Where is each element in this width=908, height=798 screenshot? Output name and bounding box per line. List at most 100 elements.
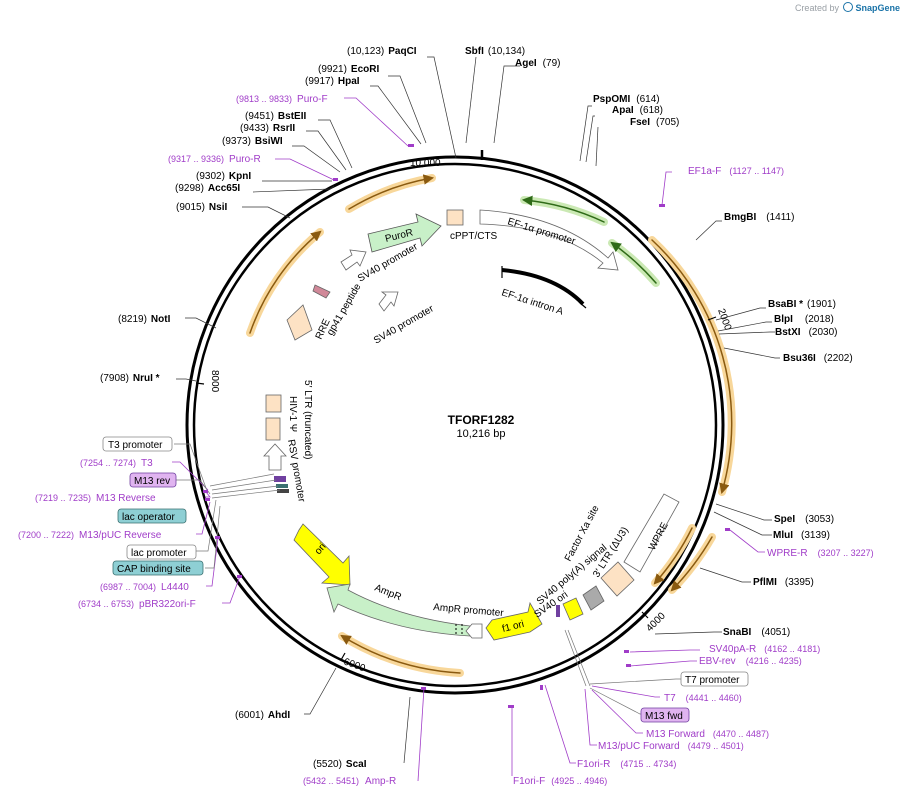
- green-orf-arrow-1: [521, 195, 605, 223]
- svg-text:F1ori-F(4925 .. 4946): F1ori-F(4925 .. 4946): [513, 776, 607, 787]
- svg-text:(9451)BstEII: (9451)BstEII: [245, 111, 306, 122]
- cppt-label: cPPT/CTS: [450, 231, 498, 242]
- tick-label-8000: 8000: [209, 370, 220, 393]
- primer-ring-marks: [203, 144, 730, 708]
- orf-bottom-arrow: [340, 634, 461, 674]
- ltr3-feature[interactable]: [600, 561, 635, 597]
- svg-text:(7908)NruI *: (7908)NruI *: [100, 373, 160, 384]
- ampr-promoter-feature[interactable]: [465, 623, 483, 639]
- svg-text:(5432 .. 5451)Amp-R: (5432 .. 5451)Amp-R: [303, 776, 396, 787]
- svg-text:(9317 .. 9336)Puro-R: (9317 .. 9336)Puro-R: [168, 154, 261, 165]
- gp41-feature[interactable]: [312, 284, 331, 299]
- lac-promoter-marker: [277, 489, 289, 493]
- box-lac-operator[interactable]: lac operator: [122, 512, 175, 523]
- plasmid-name: TFORF1282: [448, 413, 515, 427]
- cppt-feature[interactable]: [446, 209, 464, 226]
- svg-text:(6734 .. 6753)pBR322ori-F: (6734 .. 6753)pBR322ori-F: [78, 599, 196, 610]
- svg-text:MluI(3139): MluI(3139): [773, 530, 830, 541]
- rsv-promoter-feature[interactable]: [263, 443, 287, 471]
- ampr-feature[interactable]: [326, 583, 471, 637]
- box-lac-promoter[interactable]: lac promoter: [131, 548, 187, 559]
- credit-prefix: Created by: [794, 3, 839, 13]
- backbone-outer-ring: [185, 155, 725, 695]
- ori-label: ori: [313, 541, 329, 557]
- svg-text:M13 Forward(4470 .. 4487): M13 Forward(4470 .. 4487): [646, 729, 769, 740]
- box-m13-rev[interactable]: M13 rev: [134, 476, 170, 487]
- svg-text:(7219 .. 7235)M13 Reverse: (7219 .. 7235)M13 Reverse: [35, 493, 156, 504]
- f1-ori-feature[interactable]: [485, 601, 543, 641]
- svg-text:Bsu36I(2202): Bsu36I(2202): [783, 353, 853, 364]
- f1-ori-label: f1 ori: [501, 619, 525, 635]
- svg-text:(9302)KpnI: (9302)KpnI: [196, 171, 251, 182]
- svg-text:EF1a-F(1127 .. 1147): EF1a-F(1127 .. 1147): [688, 166, 784, 177]
- svg-text:(9917)HpaI: (9917)HpaI: [305, 76, 360, 87]
- sv40-ori-feature[interactable]: [562, 597, 584, 621]
- hiv1-psi-label: HIV-1 Ψ: [287, 396, 298, 432]
- orf-right-arrow: [651, 239, 733, 495]
- rre-feature[interactable]: [286, 304, 313, 341]
- puror-orf-arrow: [348, 174, 435, 210]
- svg-text:(5520)ScaI: (5520)ScaI: [313, 759, 367, 770]
- enzyme-labels: (10,123)PaqCI SbfI(10,134) (9921)EcoRI A…: [100, 46, 853, 770]
- ef1a-intron-label: EF-1α intron A: [500, 287, 565, 317]
- svg-text:EBV-rev(4216 .. 4235): EBV-rev(4216 .. 4235): [699, 656, 802, 667]
- svg-text:SnaBI(4051): SnaBI(4051): [723, 627, 790, 638]
- ampr-promoter-label: AmpR promoter: [433, 602, 505, 619]
- box-t7-promoter[interactable]: T7 promoter: [685, 675, 740, 686]
- primer-leader-lines: [172, 97, 765, 782]
- orf-wpre-arrow-2: [670, 536, 713, 592]
- sv40-ori-marker: [556, 605, 560, 617]
- ltr5-label: 5′ LTR (truncated): [302, 380, 313, 460]
- svg-text:(9298)Acc65I: (9298)Acc65I: [175, 183, 240, 194]
- svg-text:(9373)BsiWI: (9373)BsiWI: [222, 136, 283, 147]
- svg-text:BlpI(2018): BlpI(2018): [774, 314, 834, 325]
- svg-text:(9433)RsrII: (9433)RsrII: [240, 123, 295, 134]
- green-orf-arrow-2: [610, 241, 657, 284]
- svg-text:(7254 .. 7274)T3: (7254 .. 7274)T3: [80, 458, 153, 469]
- ef1a-intron-feature[interactable]: [501, 268, 585, 306]
- wpre-feature[interactable]: [623, 493, 680, 573]
- ltr5-feature[interactable]: [265, 417, 281, 441]
- m13-rev-marker: [274, 476, 286, 482]
- sv40-promoter-2-label: SV40 promoter: [372, 303, 436, 346]
- hiv1-psi-feature[interactable]: [265, 394, 282, 413]
- enzyme-leader-lines: [176, 56, 780, 764]
- svg-text:SbfI(10,134): SbfI(10,134): [465, 46, 525, 57]
- svg-text:PspOMI(614): PspOMI(614): [593, 94, 660, 105]
- svg-text:(9813 .. 9833)Puro-F: (9813 .. 9833)Puro-F: [236, 94, 328, 105]
- sv40-polya-feature[interactable]: [582, 585, 605, 611]
- svg-text:(7200 .. 7222)M13/pUC Reverse: (7200 .. 7222)M13/pUC Reverse: [18, 530, 162, 541]
- svg-text:SV40pA-R(4162 .. 4181): SV40pA-R(4162 .. 4181): [709, 644, 820, 655]
- svg-text:BmgBI(1411): BmgBI(1411): [724, 212, 794, 223]
- box-cap-binding-site[interactable]: CAP binding site: [117, 564, 191, 575]
- tick-label-10000: 10,000: [410, 158, 441, 169]
- credit-badge: Created by SnapGene: [795, 2, 900, 13]
- svg-text:F1ori-R(4715 .. 4734): F1ori-R(4715 .. 4734): [577, 759, 676, 770]
- svg-text:BsaBI *(1901): BsaBI *(1901): [768, 299, 836, 310]
- box-t3-promoter[interactable]: T3 promoter: [108, 440, 163, 451]
- ampr-label: AmpR: [373, 583, 403, 604]
- svg-text:(6001)AhdI: (6001)AhdI: [235, 710, 290, 721]
- svg-text:BstXI(2030): BstXI(2030): [775, 327, 837, 338]
- svg-text:T7(4441 .. 4460): T7(4441 .. 4460): [664, 693, 742, 704]
- orf-left-arrow: [249, 230, 322, 334]
- puror-feature[interactable]: [367, 213, 442, 253]
- svg-text:(10,123)PaqCI: (10,123)PaqCI: [347, 46, 417, 57]
- plasmid-size: 10,216 bp: [457, 428, 506, 440]
- box-m13-fwd[interactable]: M13 fwd: [645, 711, 683, 722]
- orf-wpre-arrow-1: [653, 527, 693, 585]
- primer-labels: (9813 .. 9833)Puro-F (9317 .. 9336)Puro-…: [18, 94, 874, 787]
- lac-operator-marker: [276, 484, 288, 488]
- svg-text:ApaI(618): ApaI(618): [612, 105, 663, 116]
- boxed-labels: T3 promoter M13 rev lac operator lac pro…: [102, 436, 749, 723]
- sv40-promoter-2-feature[interactable]: [378, 291, 399, 312]
- sv40-promoter-1-feature[interactable]: [340, 249, 367, 271]
- svg-text:FseI(705): FseI(705): [630, 117, 679, 128]
- svg-text:SpeI(3053): SpeI(3053): [774, 514, 834, 525]
- ef1a-promoter-feature[interactable]: [479, 209, 619, 271]
- svg-text:(6987 .. 7004)L4440: (6987 .. 7004)L4440: [100, 582, 189, 593]
- gp41-label: gp41 peptide: [325, 282, 364, 338]
- svg-text:AgeI(79): AgeI(79): [515, 58, 560, 69]
